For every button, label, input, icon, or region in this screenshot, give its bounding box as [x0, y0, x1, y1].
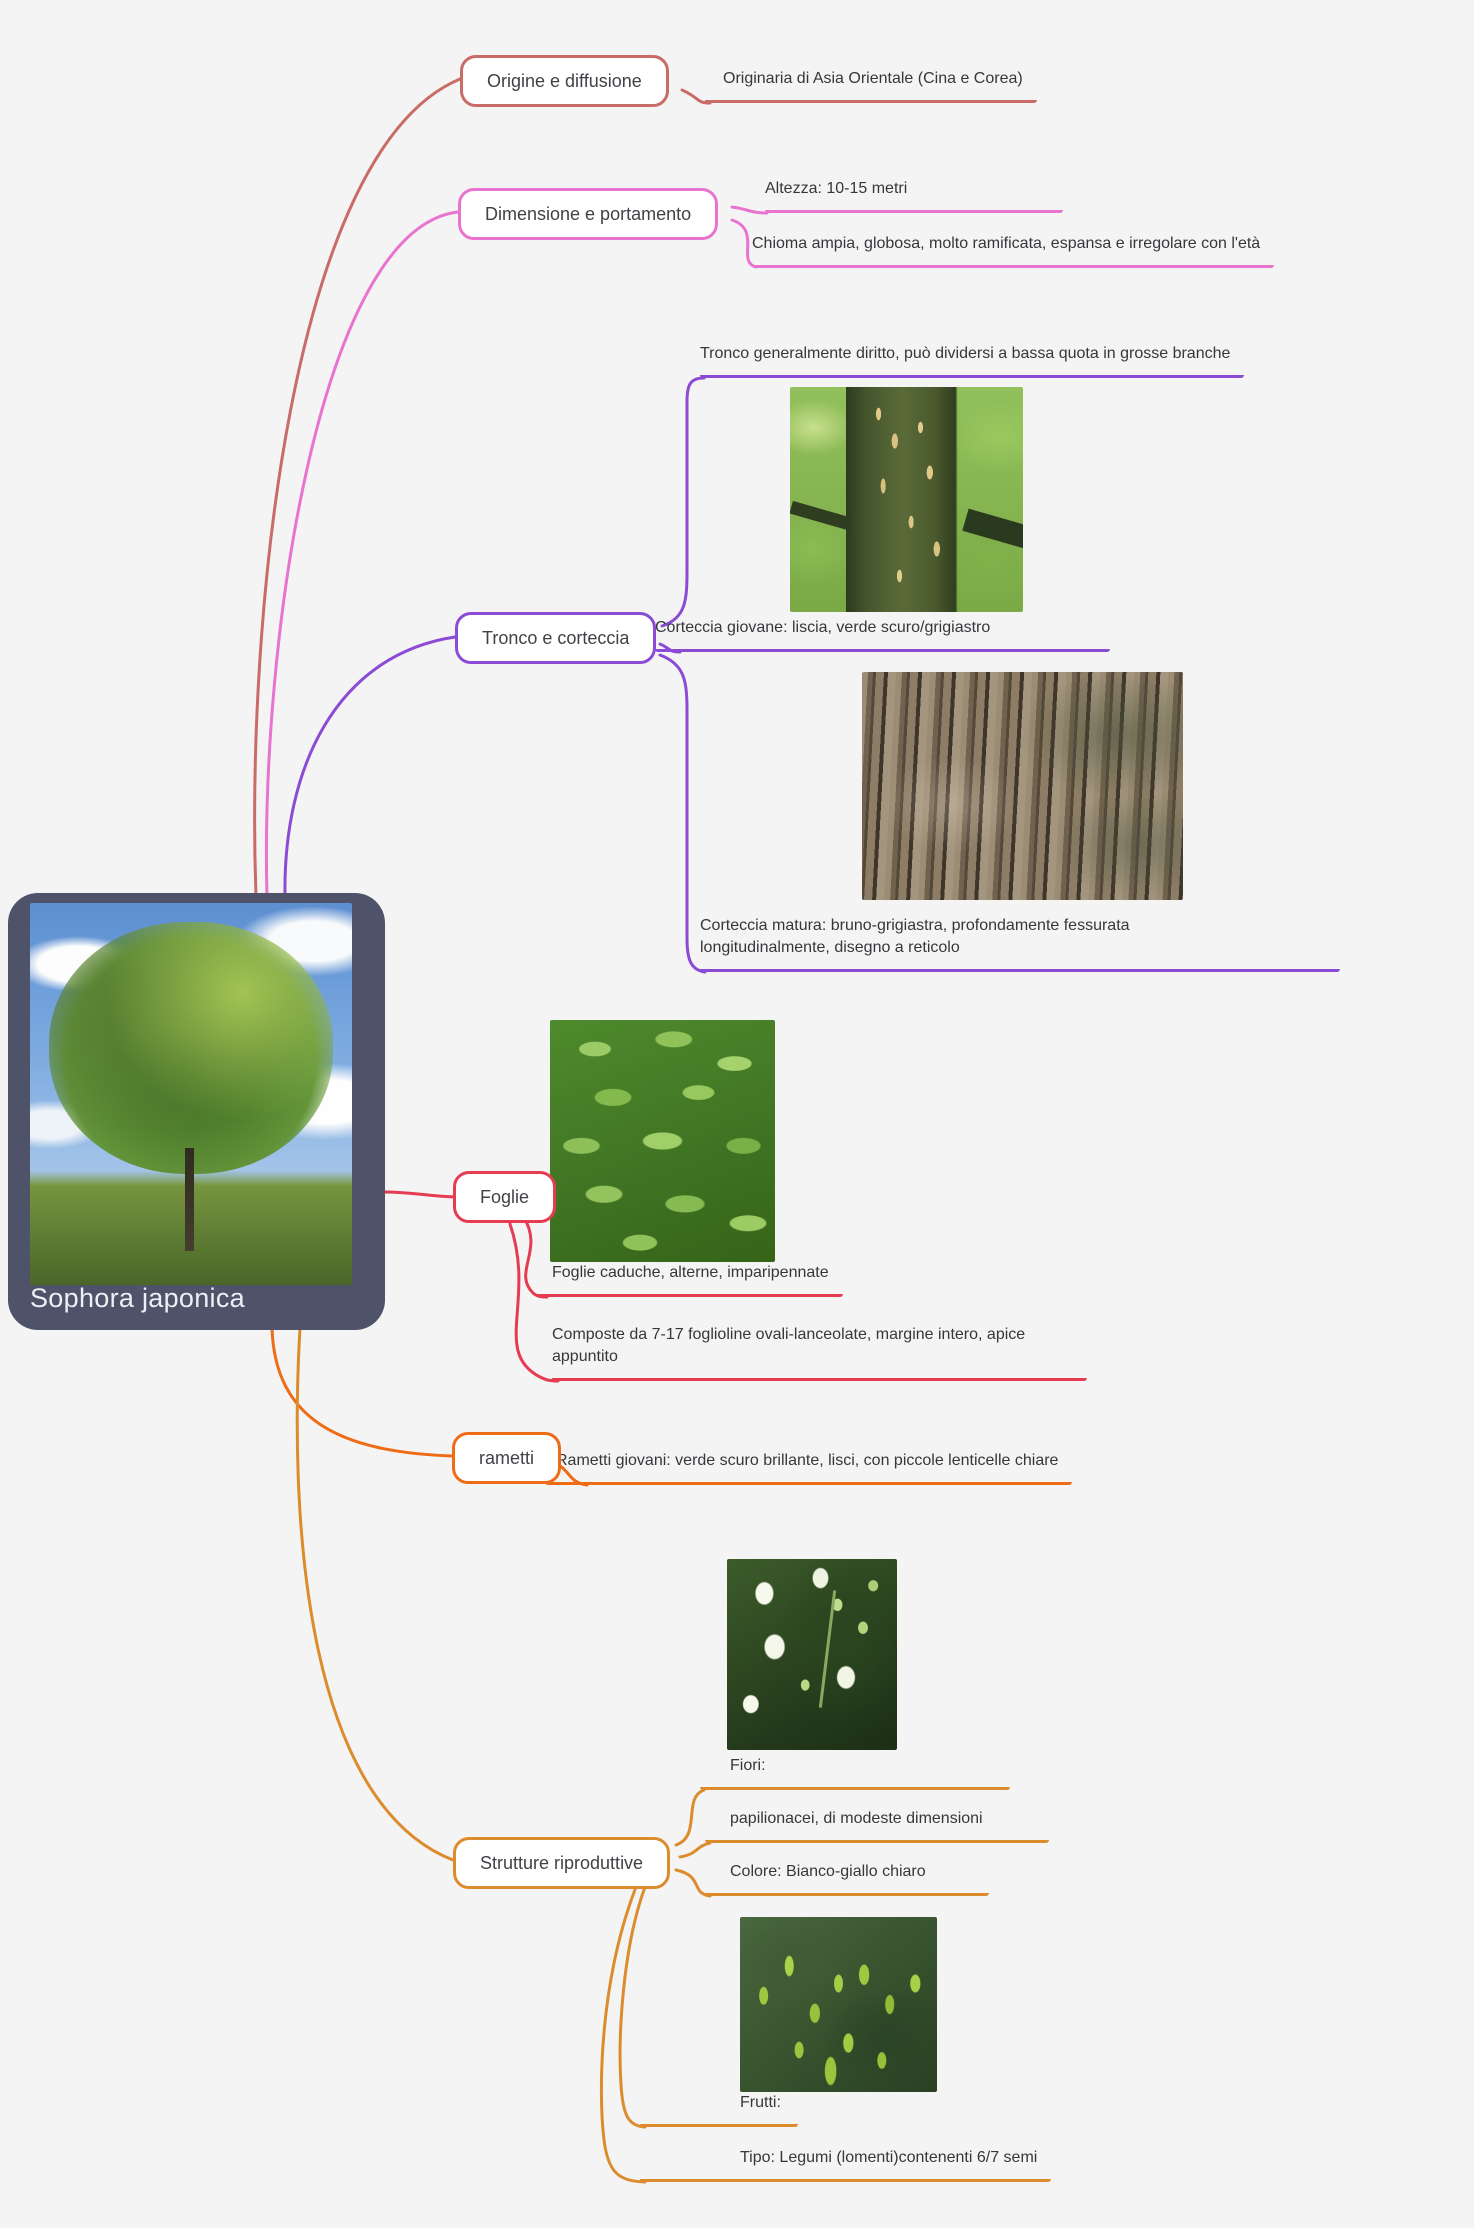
connector: [658, 653, 707, 974]
connector: [283, 635, 457, 898]
leaf-text: Tipo: Legumi (lomenti)contenenti 6/7 sem…: [740, 2149, 1038, 2166]
leaf-tipo-legumi[interactable]: Tipo: Legumi (lomenti)contenenti 6/7 sem…: [640, 2147, 1052, 2182]
topic-origine-e-diffusione[interactable]: Origine e diffusione: [460, 55, 669, 107]
connector: [730, 218, 758, 269]
topic-foglie[interactable]: Foglie: [453, 1171, 557, 1223]
leaf-text: Foglie caduche, alterne, imparipennate: [552, 1264, 829, 1281]
connector: [678, 1841, 712, 1859]
root-label: Sophora japonica: [30, 1283, 245, 1313]
topic-tronco-e-corteccia[interactable]: Tronco e corteccia: [455, 612, 657, 664]
leaf-tronco-diritto[interactable]: Tronco generalmente diritto, può divider…: [700, 343, 1245, 378]
connector: [270, 1326, 454, 1458]
flowers-photo[interactable]: [727, 1559, 897, 1750]
tree-photo[interactable]: [30, 903, 352, 1285]
fruits-photo[interactable]: [740, 1917, 937, 2092]
young-bark-photo[interactable]: [790, 387, 1023, 612]
leaf-text: Colore: Bianco-giallo chiaro: [730, 1863, 926, 1880]
leaf-corteccia-giovane[interactable]: Corteccia giovane: liscia, verde scuro/g…: [655, 617, 1110, 652]
leaf-text: Corteccia giovane: liscia, verde scuro/g…: [655, 619, 991, 636]
leaves-photo[interactable]: [550, 1020, 775, 1262]
connector: [253, 77, 462, 898]
topic-rametti[interactable]: rametti: [452, 1432, 562, 1484]
connector: [618, 1885, 647, 2129]
connector: [674, 1788, 706, 1847]
leaf-fiori[interactable]: Fiori:: [700, 1755, 1010, 1790]
connector: [660, 376, 706, 628]
connector: [382, 1190, 457, 1199]
leaf-papilionacei[interactable]: papilionacei, di modeste dimensioni: [705, 1808, 1049, 1843]
root-topic-sophora-japonica[interactable]: Sophora japonica: [8, 893, 385, 1330]
tree-trunk-graphic: [184, 1147, 194, 1251]
topic-strutture-riproduttive[interactable]: Strutture riproduttive: [453, 1837, 671, 1889]
connector: [295, 1326, 455, 1862]
leaf-text: papilionacei, di modeste dimensioni: [730, 1810, 983, 1827]
connector: [508, 1222, 560, 1383]
leaf-text: Tronco generalmente diritto, può divider…: [700, 345, 1231, 362]
leaf-origine-asia-orientale[interactable]: Originaria di Asia Orientale (Cina e Cor…: [705, 68, 1037, 103]
tree-crown-graphic: [49, 922, 333, 1175]
leaf-corteccia-matura[interactable]: Corteccia matura: bruno-grigiastra, prof…: [700, 915, 1340, 972]
leaf-altezza[interactable]: Altezza: 10-15 metri: [765, 178, 1063, 213]
leaf-text: Originaria di Asia Orientale (Cina e Cor…: [723, 70, 1023, 87]
leaf-text: Rametti giovani: verde scuro brillante, …: [556, 1452, 1059, 1469]
connector: [599, 1885, 647, 2184]
leaf-chioma[interactable]: Chioma ampia, globosa, molto ramificata,…: [752, 233, 1275, 268]
mature-bark-photo[interactable]: [862, 672, 1183, 900]
connector: [730, 205, 769, 215]
leaf-text: Corteccia matura: bruno-grigiastra, prof…: [700, 917, 1130, 956]
connector: [265, 210, 460, 898]
topic-dimensione-e-portamento[interactable]: Dimensione e portamento: [458, 188, 719, 240]
leaf-foglie-caduche[interactable]: Foglie caduche, alterne, imparipennate: [535, 1262, 843, 1297]
leaf-frutti[interactable]: Frutti:: [640, 2092, 798, 2127]
leaf-text: Frutti:: [740, 2094, 781, 2111]
leaf-text: Chioma ampia, globosa, molto ramificata,…: [752, 235, 1261, 252]
leaf-rametti-giovani[interactable]: Rametti giovani: verde scuro brillante, …: [545, 1450, 1073, 1485]
leaf-text: Composte da 7-17 foglioline ovali-lanceo…: [552, 1326, 1026, 1365]
leaf-text: Fiori:: [730, 1757, 766, 1774]
leaf-text: Altezza: 10-15 metri: [765, 180, 908, 197]
leaf-colore-fiori[interactable]: Colore: Bianco-giallo chiaro: [705, 1861, 989, 1896]
leaf-composte-foglioline[interactable]: Composte da 7-17 foglioline ovali-lanceo…: [552, 1324, 1087, 1381]
